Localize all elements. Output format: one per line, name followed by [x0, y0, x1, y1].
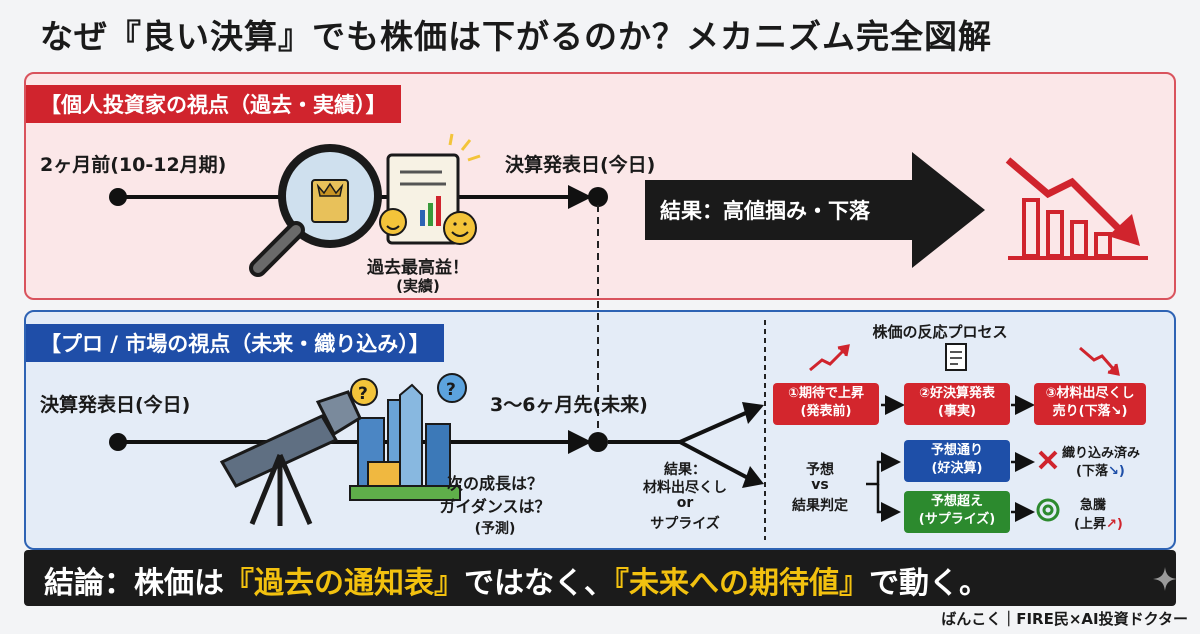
branch-2-line-1: 予想超え: [930, 494, 983, 509]
past-start-label: 2ヶ月前(10-12月期): [40, 154, 227, 176]
svg-text:?: ?: [446, 380, 456, 400]
pro-result-line-4: サプライズ: [650, 516, 720, 532]
step-1-line-2: (発表前): [800, 404, 852, 419]
past-end-label: 決算発表日(今日): [505, 154, 656, 176]
double-circle-icon: [1036, 498, 1060, 522]
process-title: 株価の反応プロセス: [872, 323, 1008, 341]
outcome-1-line-1: 織り込み済み: [1062, 446, 1141, 461]
step-3-line-1: ③材料出尽くし: [1045, 386, 1135, 401]
telescope-city-icon: ? ?: [219, 373, 467, 526]
branch-surprise: 予想超え (サプライズ): [904, 491, 1010, 533]
conclusion-suffix: で動く。: [869, 566, 989, 601]
sparkle-icon: [1153, 567, 1177, 591]
cross-mark-icon: [1038, 450, 1058, 470]
report-magnifier-icon: [249, 133, 481, 277]
record-profit-caption: 過去最高益！: [367, 258, 469, 278]
process-arrows: [866, 395, 1035, 522]
branch-as-expected: 予想通り (好決算): [904, 440, 1010, 482]
conclusion-highlight-future: 『未来への期待値』: [614, 566, 869, 601]
document-icon: [945, 343, 967, 371]
falling-trend-icon: [1079, 346, 1120, 376]
question-line-3: (予測): [474, 521, 516, 537]
pro-result-line-3: or: [676, 495, 694, 511]
step-2-line-2: (事実): [938, 404, 976, 419]
down-trend-icon: ↘): [1107, 464, 1125, 479]
future-end-label: 3〜6ヶ月先(未来): [490, 394, 648, 416]
svg-text:?: ?: [358, 384, 368, 404]
question-line-1: 次の成長は？: [446, 474, 543, 493]
rising-trend-icon: [809, 344, 850, 372]
process-step-1: ①期待で上昇 (発表前): [773, 383, 879, 425]
future-start-label: 決算発表日(今日): [40, 394, 191, 416]
conclusion-text: 結論：株価は『過去の通知表』ではなく、『未来への期待値』で動く。: [44, 558, 989, 602]
branch-1-line-2: (好決算): [931, 461, 983, 476]
result-label: 結果：高値掴み・下落: [660, 199, 870, 223]
future-timeline: [109, 402, 764, 488]
outcome-2-line-2: (上昇↗): [1074, 517, 1123, 532]
process-step-2: ②好決算発表 (事実): [904, 383, 1010, 425]
falling-chart-icon: [1005, 157, 1148, 260]
pro-panel-title: 【プロ / 市場の視点（未来・織り込み）】: [26, 324, 444, 362]
step-3-line-2: 売り(下落↘): [1052, 404, 1128, 419]
conclusion-bar: [24, 550, 1176, 606]
process-step-3: ③材料出尽くし 売り(下落↘): [1034, 383, 1146, 425]
result-arrow: [645, 152, 985, 268]
judge-line-2: vs: [811, 477, 829, 493]
outcome-1-line-2: (下落↘): [1076, 464, 1125, 479]
judge-line-1: 予想: [806, 462, 834, 478]
outcome-2-line-1: 急騰: [1080, 498, 1107, 513]
down-trend-icon: ↘): [1110, 404, 1128, 419]
page-title: なぜ『良い決算』でも株価は下がるのか？メカニズム完全図解: [40, 17, 992, 56]
question-line-2: ガイダンスは？: [439, 497, 551, 516]
branch-2-line-2: (サプライズ): [918, 512, 996, 527]
judge-line-3: 結果判定: [792, 498, 848, 514]
up-trend-icon: ↗): [1105, 517, 1123, 532]
conclusion-highlight-past: 『過去の通知表』: [224, 566, 464, 601]
step-2-line-1: ②好決算発表: [918, 386, 995, 401]
conclusion-middle: ではなく、: [464, 566, 614, 601]
step-1-line-1: ①期待で上昇: [787, 386, 864, 401]
conclusion-prefix: 結論：株価は: [44, 566, 224, 601]
individual-panel-title: 【個人投資家の視点（過去・実績）】: [26, 85, 401, 123]
pro-result-line-2: 材料出尽くし: [643, 480, 727, 496]
pro-result-line-1: 結果：: [664, 462, 706, 478]
footer-credit: ばんこく｜FIRE民×AI投資ドクター: [941, 610, 1188, 628]
record-profit-subcaption: (実績): [396, 277, 440, 295]
branch-1-line-1: 予想通り: [930, 443, 983, 458]
